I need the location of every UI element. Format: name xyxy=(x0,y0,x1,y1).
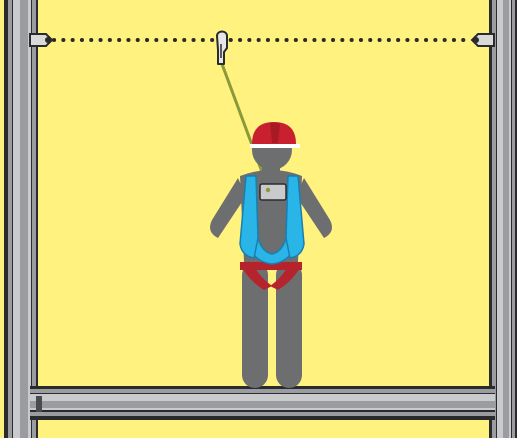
right-steel-column-icon xyxy=(489,0,517,438)
left-steel-column-icon xyxy=(4,0,38,438)
floor-steel-beam-icon xyxy=(30,386,495,420)
right-anchor-icon xyxy=(472,34,494,46)
left-anchor-icon xyxy=(30,34,52,46)
dorsal-d-ring-plate xyxy=(260,184,286,200)
